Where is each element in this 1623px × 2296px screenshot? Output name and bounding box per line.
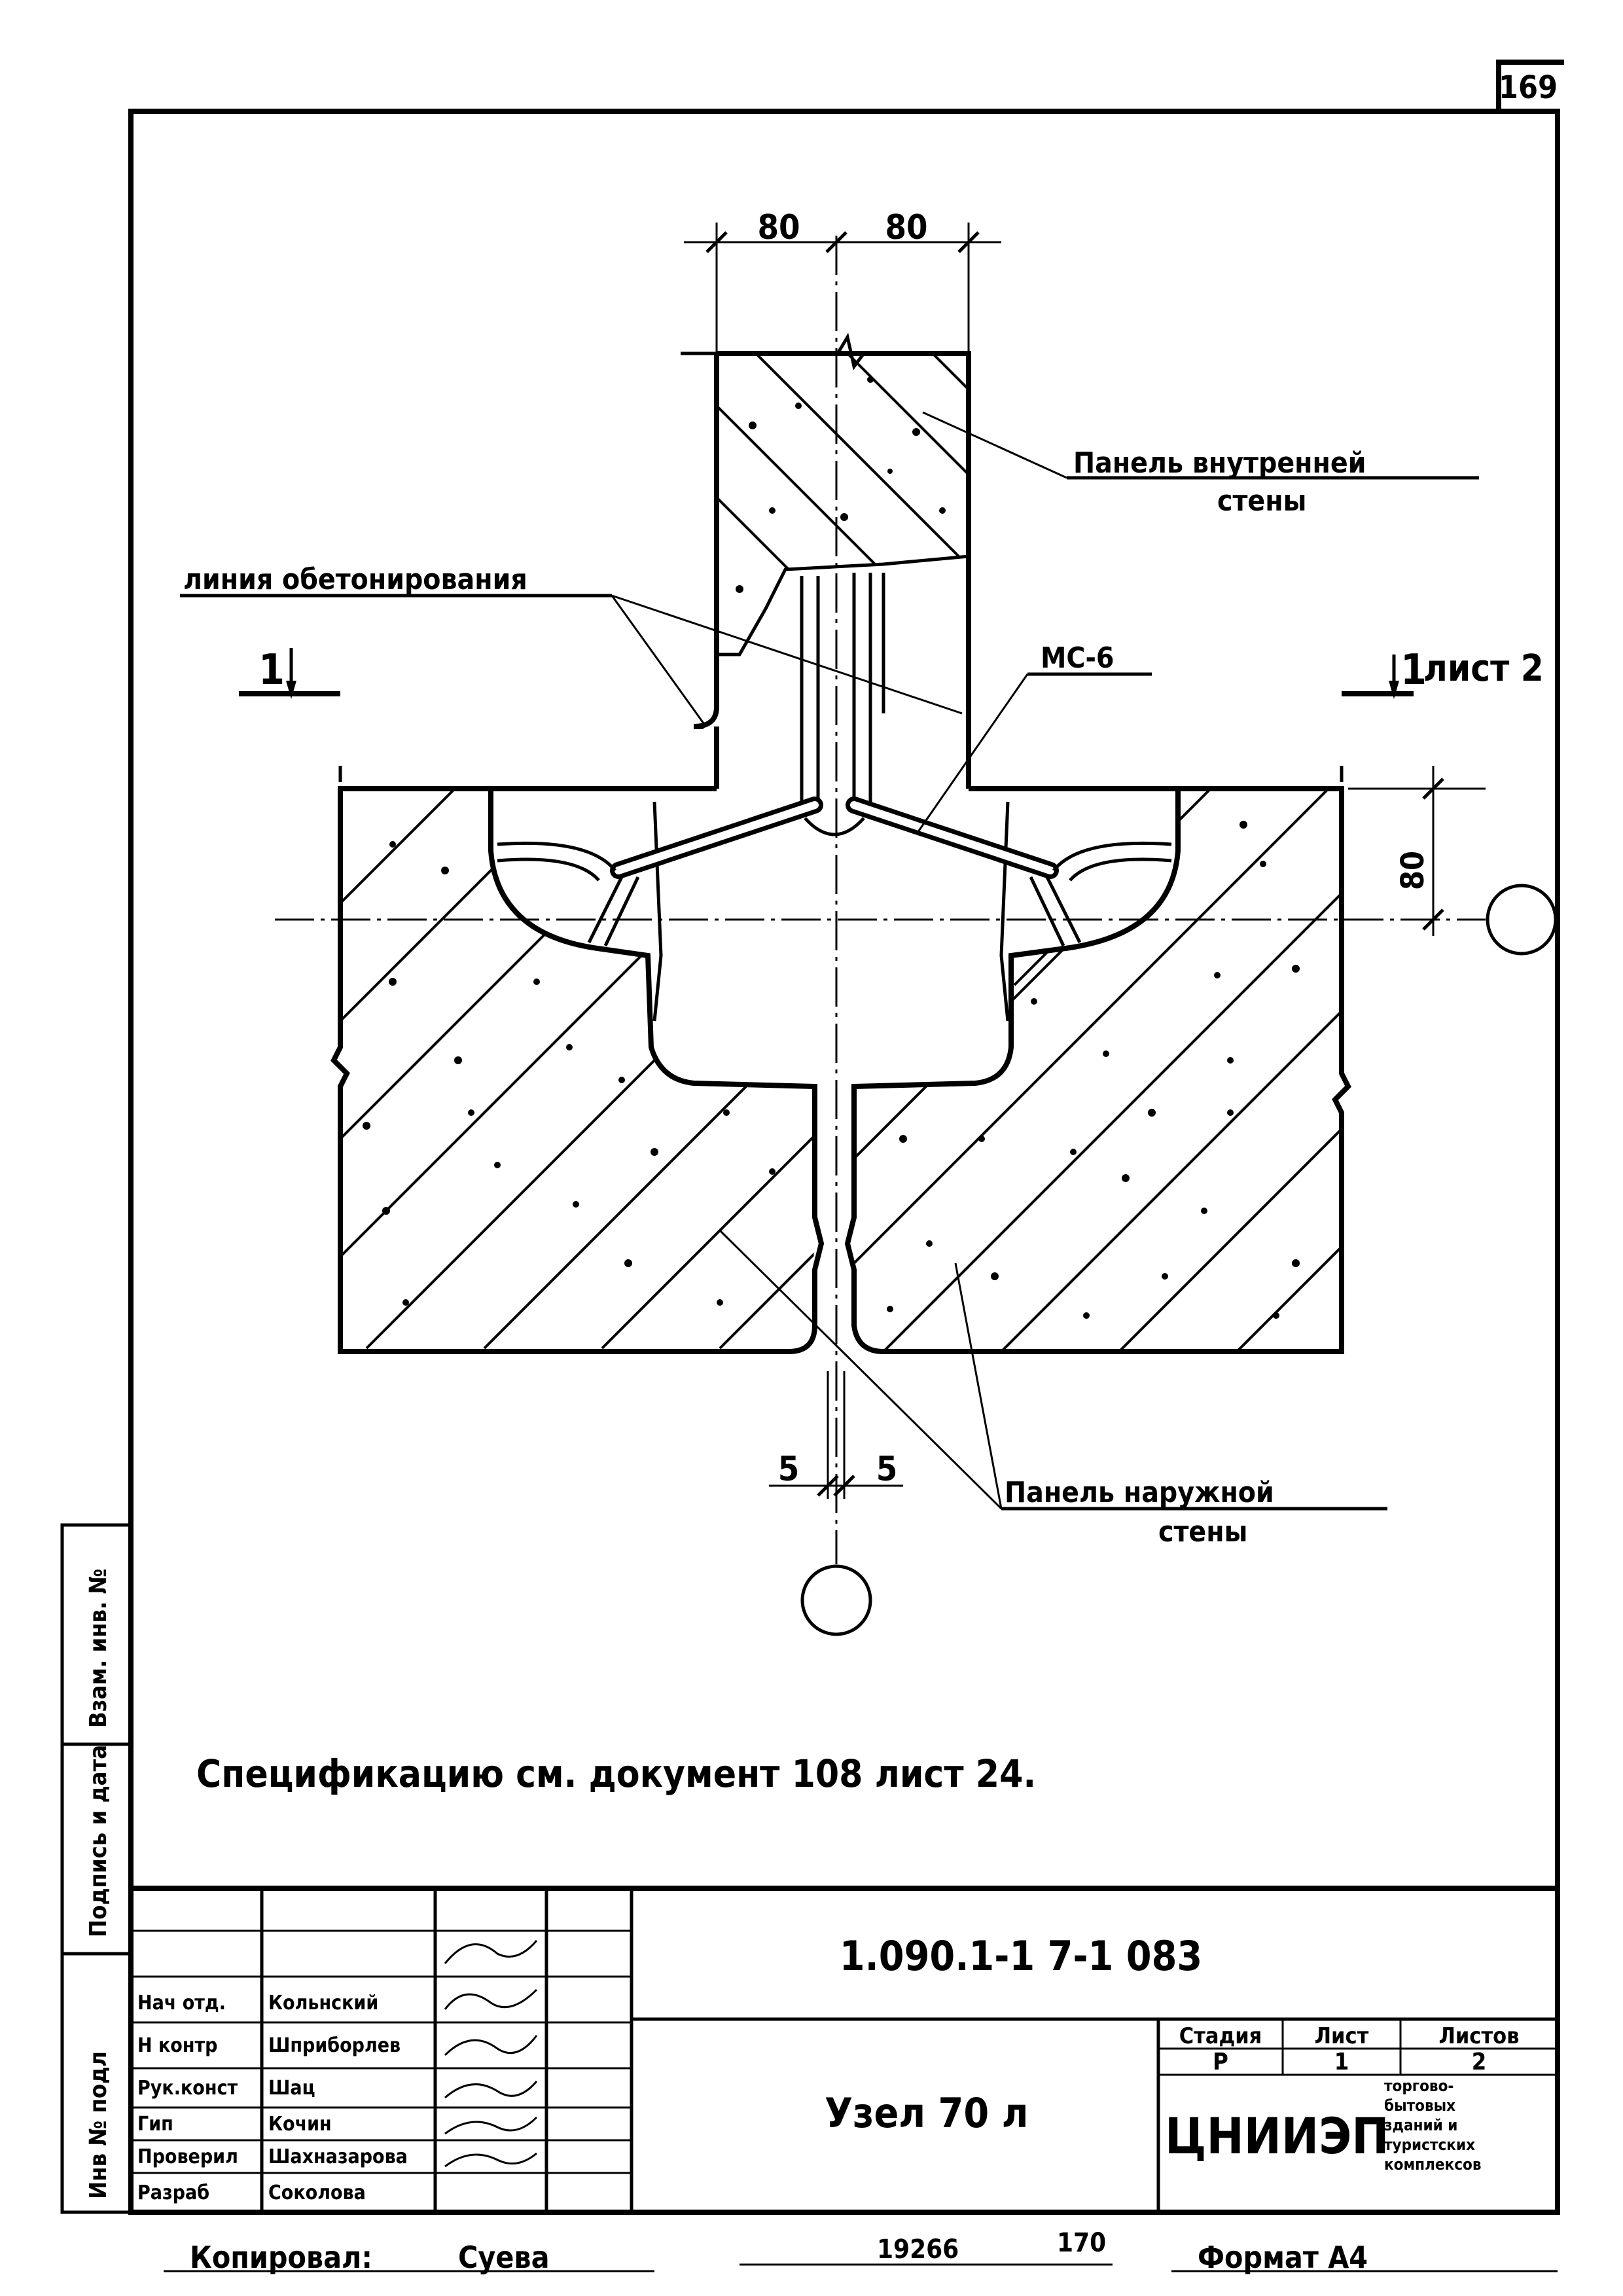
- side-stamp-signature: Подпись и дата: [85, 1745, 112, 1937]
- org-desc-5: комплексов: [1384, 2155, 1482, 2174]
- drawing-title: Узел 70 л: [825, 2089, 1028, 2137]
- footer-copied-label: Копировал:: [190, 2240, 372, 2275]
- dim-right: 80: [1395, 851, 1431, 890]
- specification-note: Спецификацию см. документ 108 лист 24.: [196, 1751, 1036, 1796]
- dim-bottom-right: 5: [876, 1450, 898, 1489]
- label-outer-panel: Панель наружной: [1005, 1476, 1274, 1509]
- sheet-value: 1: [1334, 2049, 1349, 2075]
- section-mark-right: [1342, 655, 1414, 699]
- stage-value: Р: [1213, 2049, 1228, 2075]
- label-inner-panel: Панель внутренней: [1073, 446, 1366, 480]
- dimension-right: [1348, 766, 1486, 936]
- role: Проверил: [137, 2145, 238, 2168]
- role-name: Шприборлев: [268, 2034, 401, 2057]
- side-stamp-vzam: Взам. инв. №: [85, 1568, 112, 1728]
- outer-wall-panel-right: [844, 786, 1351, 1354]
- footer-number-1: 19266: [877, 2234, 959, 2265]
- mc6-tie-left: [497, 797, 823, 947]
- axis-lines: [275, 236, 1558, 1636]
- side-stamp-inv: Инв № подл: [85, 2051, 112, 2199]
- title-block-grid: [131, 1888, 1558, 2212]
- outer-wall-panel-left: [330, 786, 825, 1354]
- stage-header: Стадия: [1179, 2023, 1262, 2049]
- aggregate-marks: [363, 376, 1300, 1319]
- label-mc6: МС-6: [1041, 641, 1114, 675]
- label-concreting-line: линия обетонирования: [183, 563, 527, 596]
- dimension-bottom: [769, 1371, 903, 1499]
- role-name: Шац: [268, 2077, 315, 2100]
- role-name: Соколова: [268, 2181, 366, 2204]
- section-label-right: 1: [1400, 646, 1427, 694]
- role: Нач отд.: [137, 1992, 226, 2015]
- sheet-frame: [60, 60, 1564, 2215]
- org-desc-3: зданий и: [1384, 2116, 1457, 2134]
- footer-number-2: 170: [1057, 2228, 1106, 2258]
- org-desc-1: торгово-: [1384, 2077, 1454, 2095]
- tie-loop: [804, 817, 865, 836]
- section-mark-left: [239, 648, 340, 699]
- drawing-code: 1.090.1-1 7-1 083: [840, 1932, 1202, 1980]
- role: Гип: [137, 2113, 173, 2136]
- sheets-value: 2: [1472, 2049, 1487, 2075]
- label-inner-panel-2: стены: [1217, 484, 1306, 518]
- footer-format: Формат А4: [1198, 2240, 1368, 2275]
- dim-top-right: 80: [885, 208, 927, 247]
- org-desc-2: бытовых: [1384, 2096, 1455, 2115]
- sheets-header: Листов: [1438, 2023, 1519, 2049]
- mc6-tie-right: [846, 797, 1172, 947]
- roles-table: Нач отд. Кольнский Н контр Шприборлев Ру…: [137, 1992, 408, 2204]
- role: Рук.конст: [137, 2077, 238, 2100]
- role-name: Шахназарова: [268, 2145, 408, 2168]
- org-desc-4: туристских: [1384, 2136, 1475, 2154]
- dimension-top: [684, 223, 1001, 353]
- leader-lines: [180, 411, 1479, 1511]
- sheet-number: 169: [1499, 69, 1558, 106]
- label-outer-panel-2: стены: [1158, 1515, 1247, 1549]
- role: Н контр: [137, 2034, 217, 2057]
- org-logo: ЦНИИЭП: [1165, 2107, 1389, 2165]
- inner-wall-panel: [681, 332, 971, 812]
- section-sheet-ref: лист 2: [1423, 647, 1544, 690]
- axis-marker-right: [1486, 884, 1558, 956]
- footer-copied-name: Суева: [458, 2240, 550, 2275]
- dim-bottom-left: 5: [778, 1450, 800, 1489]
- footer-lines: [164, 2263, 1558, 2272]
- role-name: Кольнский: [268, 1992, 378, 2015]
- role-name: Кочин: [268, 2113, 332, 2136]
- axis-marker-bottom: [800, 1564, 872, 1636]
- section-label-left: 1: [259, 646, 285, 694]
- sheet-header: Лист: [1315, 2023, 1369, 2049]
- dim-top-left: 80: [757, 208, 800, 247]
- role: Разраб: [137, 2181, 209, 2204]
